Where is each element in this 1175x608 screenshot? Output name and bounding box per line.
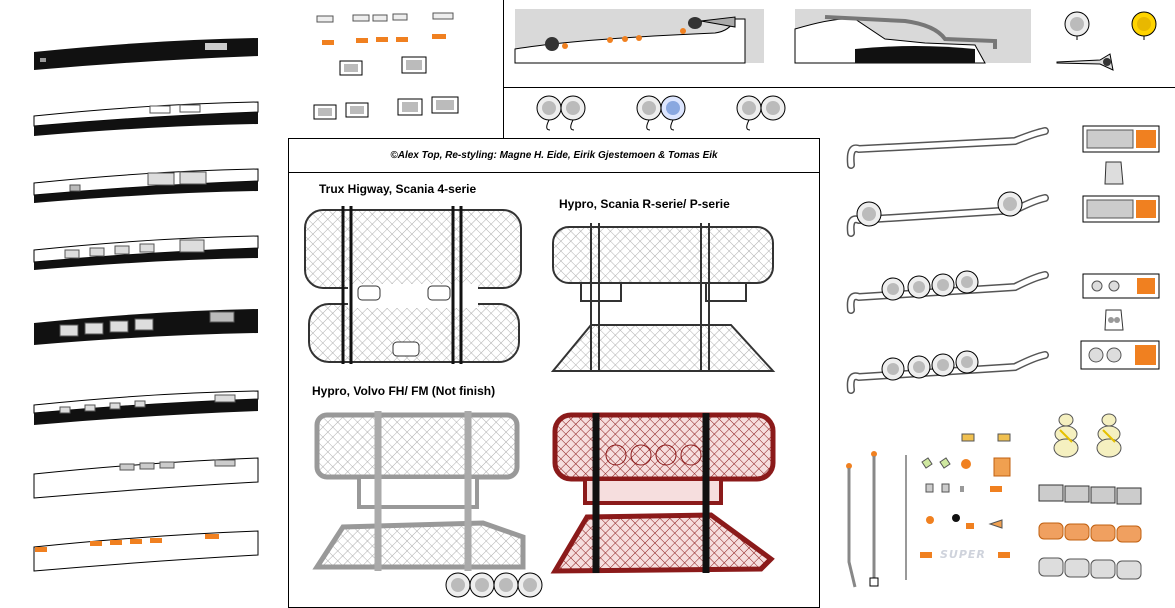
small-lights-grid[interactable]	[918, 430, 1028, 560]
sun-visor-white-lights[interactable]	[30, 165, 262, 207]
sun-visor-white-gray-lights[interactable]	[30, 452, 262, 502]
grille-hypro-scania[interactable]	[550, 221, 777, 381]
credits-text: ©Alex Top, Re-styling: Magne H. Eide, Ei…	[289, 139, 819, 173]
roof-bar-plain[interactable]	[845, 125, 1055, 175]
spot-lamp-yellow-icon[interactable]	[1130, 10, 1158, 40]
roof-bar-four-lamps-2[interactable]	[845, 345, 1055, 400]
work-light-row-2[interactable]	[312, 95, 462, 125]
headlight-bulb-1[interactable]	[1103, 160, 1125, 186]
sun-visor-dark-lamps[interactable]	[30, 303, 262, 348]
grille-title-1: Trux Higway, Scania 4-serie	[319, 182, 477, 196]
grille-panel: ©Alex Top, Re-styling: Magne H. Eide, Ei…	[288, 138, 820, 608]
grille-trux-highway[interactable]	[303, 204, 525, 369]
headlight-unit-3[interactable]	[1082, 273, 1160, 301]
sun-visor-multi-lights[interactable]	[30, 232, 262, 274]
divider-horizontal-top	[503, 87, 1175, 88]
tire-mascot-icon[interactable]	[1050, 412, 1082, 464]
tire-mascot-icon-2[interactable]	[1093, 412, 1125, 464]
headlight-bulb-2[interactable]	[1103, 308, 1125, 332]
spot-lamp-row-bottom[interactable]	[444, 571, 554, 601]
super-logo: SUPER	[940, 548, 986, 561]
divider-vertical-top	[503, 0, 504, 138]
light-strip-gray[interactable]	[1038, 483, 1143, 505]
sun-visor-white-black-bottom[interactable]	[30, 385, 262, 430]
spot-lamp-icon[interactable]	[1063, 10, 1091, 40]
sun-visor-white-dark-bottom[interactable]	[30, 100, 262, 140]
roof-bar-two-lamps[interactable]	[845, 188, 1055, 243]
sun-visor-black[interactable]	[30, 30, 262, 80]
grille-title-3: Hypro, Volvo FH/ FM (Not finish)	[312, 384, 496, 398]
light-strip-silver[interactable]	[1038, 556, 1143, 580]
marker-light-amber-row[interactable]	[320, 32, 470, 46]
work-light-pair-1[interactable]	[338, 55, 438, 80]
headlight-unit-1[interactable]	[1082, 125, 1160, 155]
accessory-divider	[905, 455, 907, 580]
antenna-left[interactable]	[843, 462, 863, 592]
headlight-unit-2[interactable]	[1082, 195, 1160, 225]
air-horn-icon[interactable]	[1055, 52, 1115, 72]
spot-lamp-pair-2[interactable]	[636, 94, 692, 134]
sun-visor-white-amber-lights[interactable]	[30, 525, 262, 575]
spot-lamp-pair-1[interactable]	[536, 94, 592, 134]
grille-hypro-volvo[interactable]	[312, 407, 531, 575]
cab-roof-bar-image	[794, 15, 997, 64]
roof-bar-preview-2[interactable]	[794, 9, 1031, 64]
cab-roof-lamps-image	[514, 16, 746, 64]
marker-light-white-row[interactable]	[315, 12, 465, 26]
roof-bar-preview-1[interactable]	[514, 9, 764, 64]
roof-bar-four-lamps-1[interactable]	[845, 265, 1055, 320]
antenna-right[interactable]	[868, 450, 888, 592]
spot-lamp-pair-3[interactable]	[736, 94, 792, 134]
grille-title-2: Hypro, Scania R-serie/ P-serie	[559, 197, 730, 211]
grille-hypro-red[interactable]	[550, 409, 776, 579]
headlight-unit-4[interactable]	[1080, 340, 1160, 372]
light-strip-amber[interactable]	[1038, 521, 1143, 543]
